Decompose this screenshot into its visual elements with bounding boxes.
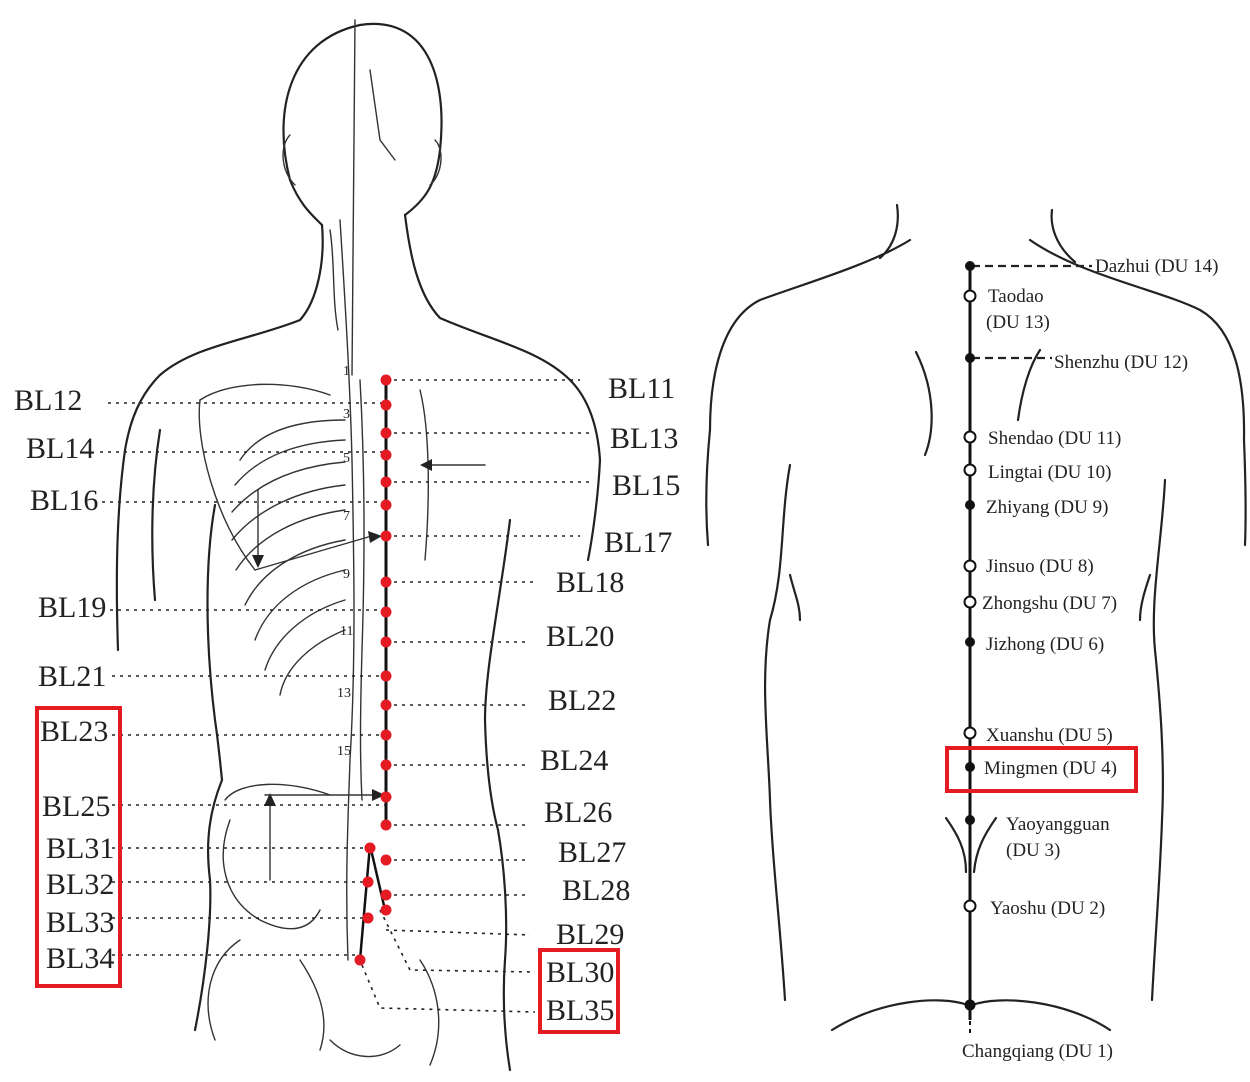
du-point-marker[interactable]	[965, 561, 976, 572]
du-point-marker[interactable]	[965, 291, 976, 302]
du-point-marker[interactable]	[965, 815, 975, 825]
du-point-label: Jizhong (DU 6)	[986, 634, 1104, 655]
point-label: BL17	[604, 526, 672, 559]
vertebra-number: 5	[343, 451, 350, 466]
vertebra-number: 15	[337, 744, 351, 759]
acupoint-dot[interactable]	[381, 637, 392, 648]
point-label: BL30	[546, 956, 614, 989]
point-label: BL28	[562, 874, 630, 907]
ribs	[232, 420, 345, 695]
point-label: BL24	[540, 744, 608, 777]
point-label: BL35	[546, 994, 614, 1027]
bl-labels-left: BL12 BL14 BL16 BL19 BL21 BL23 BL25 BL31 …	[14, 384, 114, 975]
point-label: BL16	[30, 484, 98, 517]
du-point-marker[interactable]	[965, 500, 975, 510]
du-point-marker[interactable]	[965, 432, 976, 443]
du-point-label: Yaoshu (DU 2)	[990, 898, 1105, 919]
point-label: BL13	[610, 422, 678, 455]
du-point-marker[interactable]	[965, 901, 976, 912]
point-label: BL11	[608, 372, 675, 405]
acupoint-dot[interactable]	[381, 428, 392, 439]
acupoint-dot[interactable]	[381, 577, 392, 588]
vertebra-number: 7	[343, 509, 350, 524]
du-labels: Dazhui (DU 14) Taodao (DU 13) Shenzhu (D…	[962, 256, 1218, 1062]
point-label: BL14	[26, 432, 94, 465]
du-point-label: Shendao (DU 11)	[988, 428, 1121, 449]
du-point-marker[interactable]	[965, 762, 975, 772]
du-point-label: Dazhui (DU 14)	[1095, 256, 1218, 277]
acupoint-dot[interactable]	[365, 843, 376, 854]
vertebra-number: 1	[343, 364, 350, 379]
acupoint-dot[interactable]	[381, 450, 392, 461]
acupoint-dot[interactable]	[363, 877, 374, 888]
acupoint-dot[interactable]	[381, 375, 392, 386]
acupoint-dot[interactable]	[381, 730, 392, 741]
acupoint-dot[interactable]	[381, 760, 392, 771]
du-point-marker[interactable]	[965, 728, 976, 739]
du-point-label: Mingmen (DU 4)	[984, 758, 1117, 779]
acupoint-dot[interactable]	[381, 700, 392, 711]
du-point-marker[interactable]	[965, 1000, 976, 1011]
bl-labels-right: BL11 BL13 BL15 BL17 BL18 BL20 BL22 BL24 …	[540, 372, 680, 1027]
acupoint-dot[interactable]	[381, 671, 392, 682]
point-label: BL32	[46, 868, 114, 901]
point-label: BL27	[558, 836, 626, 869]
point-label: BL34	[46, 942, 114, 975]
acupoint-dot[interactable]	[381, 477, 392, 488]
acupoint-dot[interactable]	[381, 400, 392, 411]
du-point-label: Xuanshu (DU 5)	[986, 725, 1113, 746]
point-label: BL12	[14, 384, 82, 417]
acupoint-dot[interactable]	[381, 905, 392, 916]
point-label: BL22	[548, 684, 616, 717]
du-point-label: Yaoyangguan	[1006, 814, 1110, 835]
acupoint-dot[interactable]	[355, 955, 366, 966]
du-point-label: Shenzhu (DU 12)	[1054, 352, 1188, 373]
acupoint-dot[interactable]	[381, 820, 392, 831]
du-point-label: Zhongshu (DU 7)	[982, 593, 1117, 614]
acupoint-dot[interactable]	[381, 855, 392, 866]
point-label: BL20	[546, 620, 614, 653]
point-label: BL23	[40, 715, 108, 748]
acupoint-dot[interactable]	[381, 890, 392, 901]
du-point-marker[interactable]	[965, 465, 976, 476]
du-point-label: Zhiyang (DU 9)	[986, 497, 1108, 518]
left-body-outline	[117, 20, 600, 1070]
point-label: BL31	[46, 832, 114, 865]
point-label: BL15	[612, 469, 680, 502]
acupoint-dot[interactable]	[381, 500, 392, 511]
point-label: BL18	[556, 566, 624, 599]
point-label: BL25	[42, 790, 110, 823]
acupoint-dot[interactable]	[381, 792, 392, 803]
point-label: BL21	[38, 660, 106, 693]
du-point-label: (DU 3)	[1006, 840, 1060, 861]
vertebra-number: 9	[343, 567, 350, 582]
du-point-label: Changqiang (DU 1)	[962, 1041, 1113, 1062]
du-point-marker[interactable]	[965, 353, 975, 363]
du-point-marker[interactable]	[965, 261, 975, 271]
du-point-label: Taodao	[988, 286, 1044, 307]
point-label: BL26	[544, 796, 612, 829]
du-point-label: Lingtai (DU 10)	[988, 462, 1111, 483]
du-point-label: Jinsuo (DU 8)	[986, 556, 1094, 577]
vertebra-number: 3	[343, 407, 350, 422]
du-point-marker[interactable]	[965, 597, 976, 608]
point-label: BL33	[46, 906, 114, 939]
point-label: BL29	[556, 918, 624, 951]
acupoint-dot[interactable]	[381, 531, 392, 542]
vertebra-number: 13	[337, 686, 351, 701]
du-point-marker[interactable]	[965, 637, 975, 647]
acupoint-dot[interactable]	[363, 913, 374, 924]
point-label: BL19	[38, 591, 106, 624]
vertebra-number: 11	[340, 624, 353, 639]
acupoint-dot[interactable]	[381, 607, 392, 618]
du-point-label: (DU 13)	[986, 312, 1050, 333]
